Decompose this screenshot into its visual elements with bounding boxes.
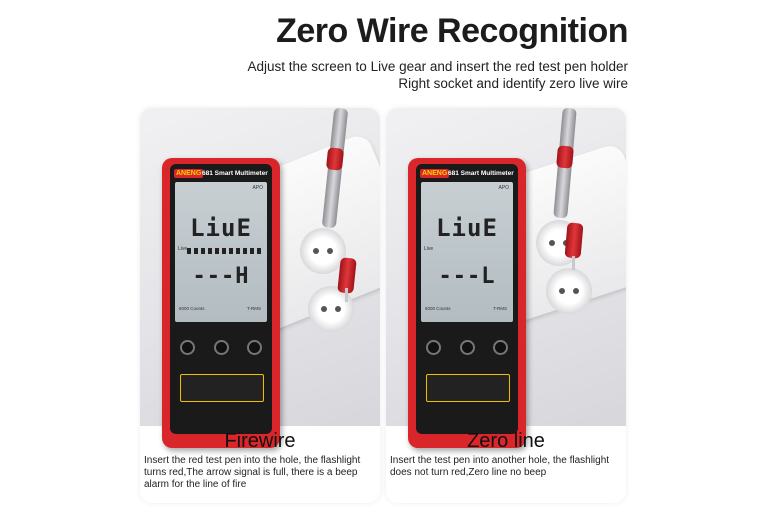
zero-line-photo: ANENG 681 Smart Multimeter APO LiuE Live… — [386, 108, 626, 448]
socket-lower — [546, 268, 592, 314]
meter-model: 681 Smart Multimeter — [448, 170, 514, 177]
firewire-title: Firewire — [224, 430, 296, 452]
firewire-photo: ANENG 681 Smart Multimeter APO LiuE Live… — [140, 108, 380, 448]
jack-com — [213, 340, 229, 355]
live-label: Live — [424, 246, 434, 252]
reading-top: LiuE — [190, 214, 252, 242]
apo-indicator: APO — [498, 185, 509, 191]
meter-face: ANENG 681 Smart Multimeter APO LiuE Live… — [170, 164, 272, 434]
multimeter: ANENG 681 Smart Multimeter APO LiuE Live… — [162, 158, 280, 448]
trms-label: T-RMS — [493, 306, 507, 311]
trms-label: T-RMS — [247, 306, 261, 311]
jack-ma — [426, 340, 441, 355]
jack-v — [247, 340, 262, 355]
counts-label: 6000 Counts — [179, 306, 205, 311]
input-jacks — [426, 340, 508, 355]
meter-brand: ANENG — [420, 169, 450, 178]
reading-bottom: ---L — [438, 264, 496, 289]
counts-label: 6000 Counts — [425, 306, 451, 311]
socket-upper — [300, 228, 346, 274]
zero-line-card: ANENG 681 Smart Multimeter APO LiuE Live… — [386, 108, 626, 503]
subtitle-line-1: Adjust the screen to Live gear and inser… — [247, 59, 629, 74]
meter-brand: ANENG — [174, 169, 204, 178]
reading-bottom: ---H — [192, 264, 250, 289]
subtitle-line-2: Right socket and identify zero live wire — [398, 76, 628, 91]
page-title: Zero Wire Recognition — [276, 12, 628, 50]
lcd-display: APO LiuE Live ---H 6000 Counts T-RMS — [175, 182, 267, 322]
probe-tip — [345, 288, 348, 302]
jack-ma — [180, 340, 195, 355]
firewire-card: ANENG 681 Smart Multimeter APO LiuE Live… — [140, 108, 380, 503]
probe-tip — [572, 256, 575, 270]
page-subtitle: Adjust the screen to Live gear and inser… — [208, 58, 629, 92]
zero-line-description: Insert the test pen into another hole, t… — [390, 455, 610, 478]
jack-v — [493, 340, 508, 355]
probe-handle — [564, 222, 584, 259]
reading-top: LiuE — [436, 214, 498, 242]
firewire-description: Insert the red test pen into the hole, t… — [144, 455, 361, 490]
apo-indicator: APO — [252, 185, 263, 191]
meter-face: ANENG 681 Smart Multimeter APO LiuE Live… — [416, 164, 518, 434]
jack-com — [459, 340, 475, 355]
warning-panel — [180, 374, 264, 402]
probe-grip — [325, 147, 345, 171]
zero-line-title: Zero line — [467, 430, 545, 452]
live-label: Live — [178, 246, 188, 252]
input-jacks — [180, 340, 262, 355]
live-arrow-bar — [187, 248, 261, 254]
lcd-display: APO LiuE Live ---L 6000 Counts T-RMS — [421, 182, 513, 322]
multimeter: ANENG 681 Smart Multimeter APO LiuE Live… — [408, 158, 526, 448]
warning-panel — [426, 374, 510, 402]
probe-grip — [556, 145, 574, 169]
meter-model: 681 Smart Multimeter — [202, 170, 268, 177]
